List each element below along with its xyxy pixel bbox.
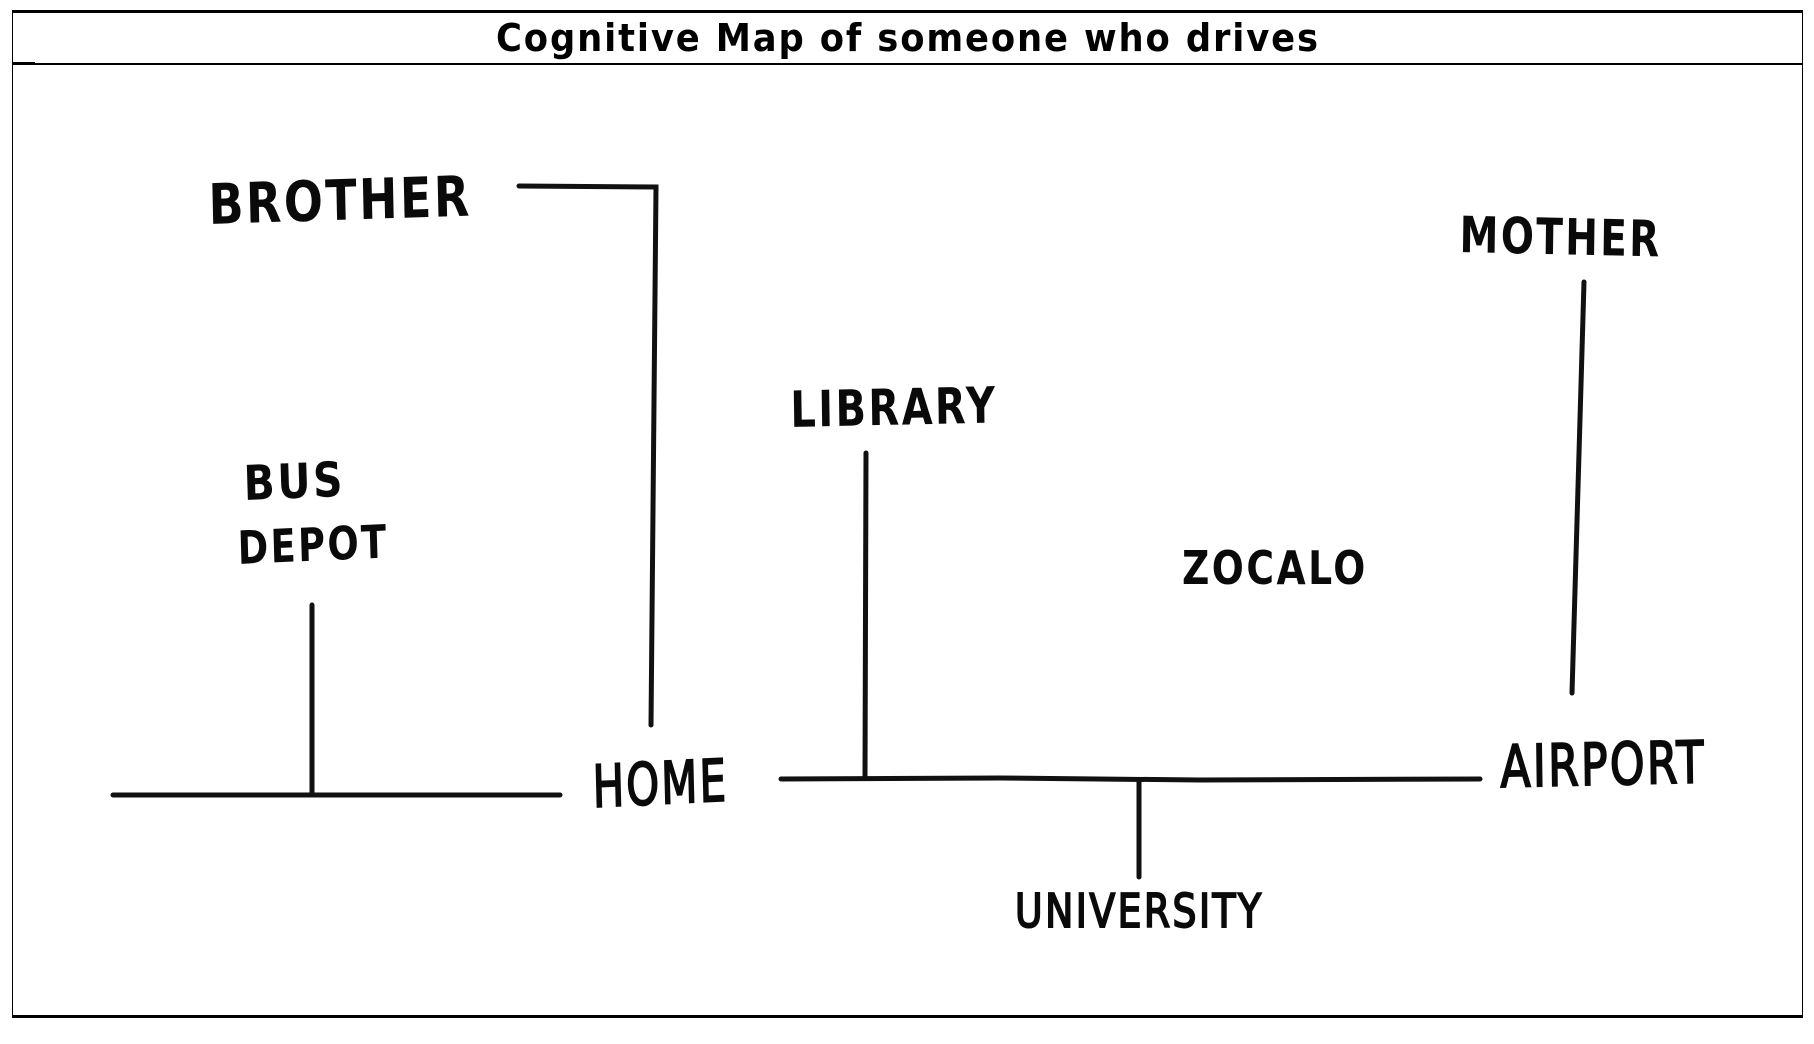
place-label-zocalo: ZOCALO (1182, 541, 1368, 595)
place-label-airport: AIRPORT (1499, 727, 1707, 801)
page-title: Cognitive Map of someone who drives (495, 16, 1320, 60)
title-divider-tick (13, 62, 35, 65)
place-label-library: LIBRARY (789, 376, 998, 439)
place-label-bus-depot-line2: DEPOT (236, 514, 390, 575)
title-bar: Cognitive Map of someone who drives (13, 13, 1802, 65)
brother-road (516, 183, 659, 728)
place-label-mother: MOTHER (1459, 206, 1662, 269)
library-spur (862, 450, 869, 781)
map-frame: Cognitive Map of someone who drives (12, 10, 1803, 1018)
mother-road (1569, 279, 1587, 696)
place-label-home: HOME (591, 746, 730, 822)
place-label-bus-depot-line1: BUS (242, 451, 346, 512)
place-label-brother: BROTHER (207, 164, 473, 238)
place-label-university: UNIVERSITY (1014, 884, 1264, 938)
home-airport-road (778, 775, 1483, 783)
